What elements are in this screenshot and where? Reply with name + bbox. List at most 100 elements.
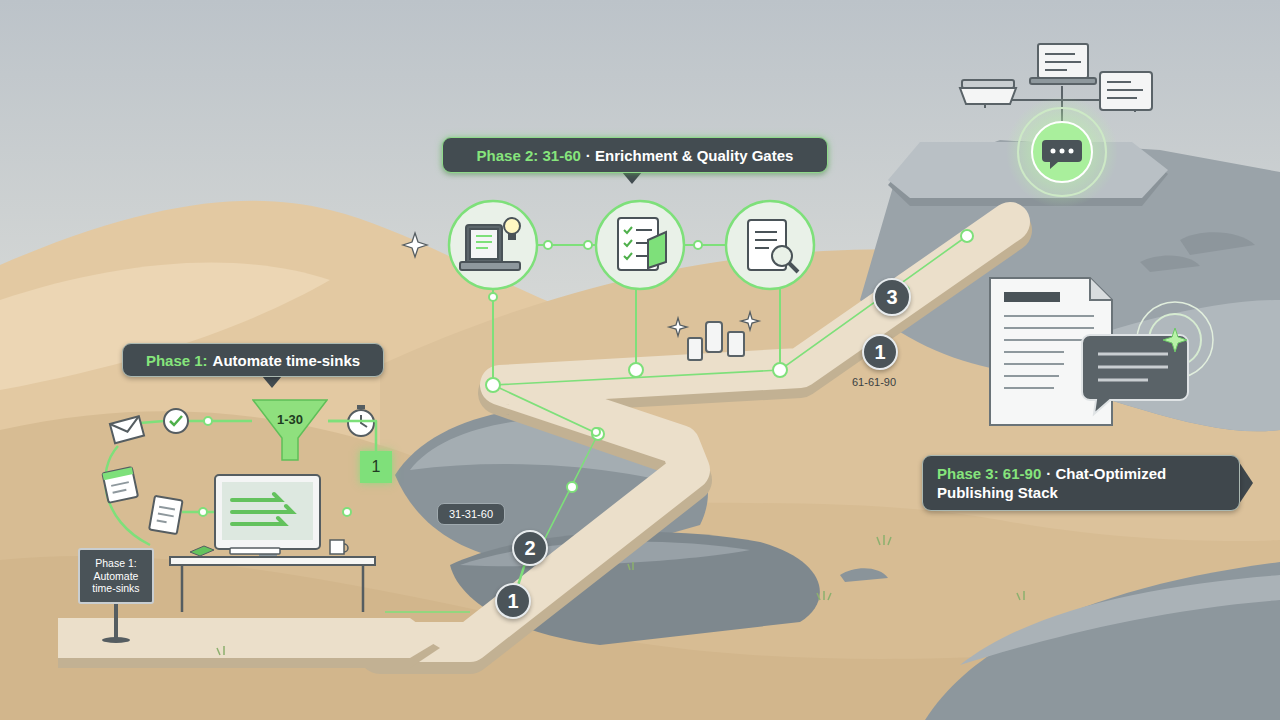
device-icon bbox=[706, 322, 722, 352]
grass bbox=[817, 591, 831, 600]
node-text: 1 bbox=[874, 341, 885, 364]
phase-callout: Phase 1:Automate time-sinks bbox=[122, 343, 384, 377]
grass bbox=[217, 535, 1024, 655]
connector-dot bbox=[694, 241, 702, 249]
phase1-line bbox=[188, 420, 252, 423]
chat-glow bbox=[1051, 149, 1056, 154]
calendar-icon bbox=[102, 467, 133, 480]
calendar-icon bbox=[102, 467, 138, 503]
book-icon bbox=[476, 236, 492, 248]
connector-dot bbox=[489, 293, 497, 301]
path-line bbox=[385, 236, 967, 612]
chat-glow bbox=[1060, 149, 1065, 154]
chat-glow bbox=[1006, 96, 1118, 208]
file-icon bbox=[157, 507, 175, 524]
phase1-dot bbox=[199, 508, 207, 516]
chat-bubble-icon bbox=[1082, 302, 1213, 414]
funnel-shape: 1-30 bbox=[252, 398, 328, 462]
desk-icon bbox=[190, 546, 214, 556]
book-icon bbox=[460, 218, 520, 270]
sign-post bbox=[102, 604, 130, 643]
desk-icon bbox=[170, 540, 375, 612]
callout-pointer bbox=[1239, 462, 1253, 504]
book-icon bbox=[466, 225, 502, 265]
calendar-icon bbox=[111, 482, 130, 493]
grass bbox=[877, 535, 891, 545]
node-text: 3 bbox=[886, 286, 897, 309]
envelope-icon bbox=[110, 416, 144, 443]
funnel-outline bbox=[252, 398, 328, 462]
grass bbox=[628, 562, 633, 570]
checklist-icon bbox=[624, 227, 632, 259]
phase1-dot bbox=[343, 508, 351, 516]
node-text: 1-30 bbox=[277, 412, 303, 427]
chat-glow bbox=[1042, 140, 1082, 169]
file-icon bbox=[149, 496, 182, 534]
rock bbox=[840, 568, 888, 582]
path-line bbox=[385, 611, 470, 613]
node-heading: 1-30 bbox=[277, 412, 303, 427]
monitor-icon bbox=[215, 475, 320, 557]
chat-bubble-icon bbox=[1163, 328, 1187, 352]
chat-glow bbox=[1032, 122, 1092, 182]
sparkle bbox=[403, 233, 427, 257]
callout-pointer bbox=[262, 376, 282, 388]
range-pill: 31-31-60 bbox=[437, 503, 505, 525]
phase2-connector bbox=[492, 289, 494, 378]
phase2-connector bbox=[635, 289, 637, 363]
path-dot bbox=[486, 378, 500, 392]
check-icon bbox=[164, 409, 188, 433]
path-line bbox=[493, 236, 967, 566]
sand-dune bbox=[0, 201, 1280, 720]
device-icon bbox=[1100, 72, 1152, 110]
grass bbox=[217, 646, 224, 655]
path-dot bbox=[486, 230, 973, 492]
desk-icon bbox=[170, 557, 375, 565]
path-dot bbox=[567, 482, 577, 492]
connector-dot bbox=[592, 428, 600, 436]
device-icon bbox=[1107, 82, 1143, 98]
book-icon bbox=[470, 229, 498, 259]
phase1-dot bbox=[204, 417, 212, 425]
clock-icon bbox=[348, 410, 374, 436]
node-heading: 1 bbox=[372, 458, 381, 475]
document-icon bbox=[1004, 316, 1094, 388]
node-heading: 2 bbox=[524, 537, 535, 559]
range-label: 61-61-90 bbox=[852, 376, 896, 388]
node-heading: 1 bbox=[507, 590, 518, 612]
device-icon bbox=[728, 332, 744, 356]
chat-glow bbox=[1006, 96, 1118, 208]
node-text: Phase 2: 31-60· Enrichment & Quality Gat… bbox=[477, 147, 794, 164]
search-doc-icon bbox=[789, 263, 798, 272]
phase-callout: Phase 3: 61-90· Chat-Optimized Publishin… bbox=[922, 455, 1240, 511]
connector-dot bbox=[584, 241, 592, 249]
step-number-circle: 1 bbox=[360, 451, 392, 483]
path-dot bbox=[961, 230, 973, 242]
device-icon bbox=[688, 338, 702, 360]
calendar-icon bbox=[102, 467, 138, 503]
node-heading: Phase 3: 61-90 bbox=[937, 465, 1041, 482]
document-icon bbox=[1090, 278, 1112, 300]
funnel-outline bbox=[253, 400, 327, 460]
connector-line bbox=[518, 565, 524, 584]
node-heading: 3 bbox=[886, 286, 897, 308]
check-icon bbox=[164, 409, 188, 433]
step-number-circle: 1 bbox=[495, 583, 531, 619]
node-heading: 31-31-60 bbox=[449, 508, 493, 520]
callout-pointer bbox=[622, 172, 642, 184]
desk-icon bbox=[344, 544, 348, 552]
phase2-icon-circle bbox=[449, 201, 537, 289]
node-heading: Phase 1: Automate time-sinks bbox=[92, 557, 139, 594]
cliff bbox=[1140, 256, 1200, 272]
monitor-icon bbox=[232, 494, 292, 524]
cliff bbox=[1180, 232, 1255, 255]
node-text: 31-31-60 bbox=[449, 508, 493, 520]
document-icon bbox=[1004, 292, 1060, 302]
phase2-icon-circle bbox=[726, 201, 814, 289]
clock-icon bbox=[357, 405, 365, 409]
phase-callout: Phase 2: 31-60· Enrichment & Quality Gat… bbox=[442, 137, 828, 173]
chat-bubble-icon bbox=[1098, 354, 1168, 380]
device-icon bbox=[1038, 44, 1088, 78]
sign-post bbox=[114, 604, 118, 638]
